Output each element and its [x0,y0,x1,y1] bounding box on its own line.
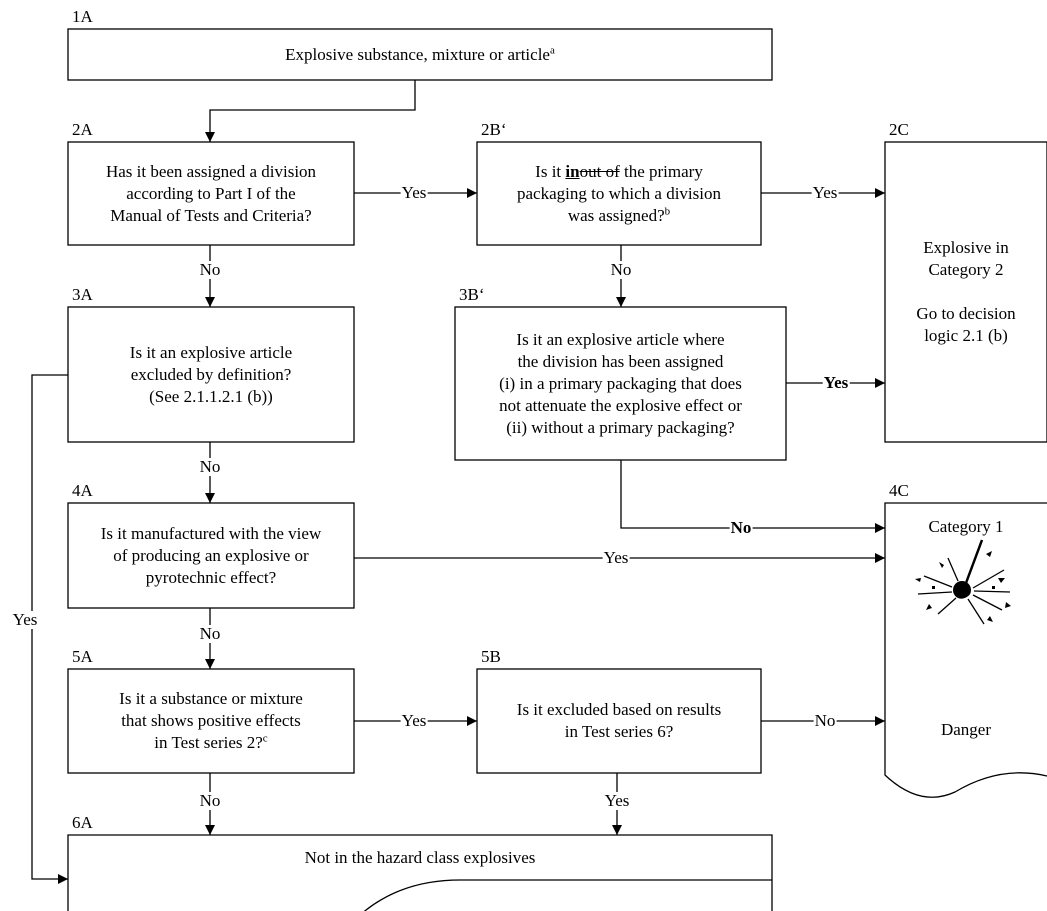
edge-label-2b-3b: No [609,260,633,279]
node-5a-label: Is it a substance or mixture that shows … [119,689,303,752]
edge-1a-2a [205,80,416,142]
footnote-a: a [549,43,555,56]
node-id-4c: 4C [889,481,909,500]
node-id-2a: 2A [72,120,93,139]
edge-label-4a-4c: Yes [602,548,630,567]
node-id-2b: 2B‘ [481,120,507,139]
box-1a [67,28,773,81]
box-4a [67,502,355,609]
edge-label-3b-4c: No [729,518,753,537]
edge-3b-4c [620,460,885,533]
node-text-6a: Not in the hazard class explosives [304,848,536,867]
edge-label-3a-4a: No [198,457,222,476]
edge-label-4a-5a: No [198,624,222,643]
node-text-4a: Is it manufactured with the view of prod… [100,523,322,587]
edge-label-2a-3a: No [198,260,222,279]
footnote-b: b [664,204,671,217]
edge-label-2b-2c: Yes [811,183,839,202]
node-id-1a: 1A [72,7,93,26]
node-2b-deleted: out of [579,161,620,181]
node-id-2c: 2C [889,120,909,139]
node-text-2a: Has it been assigned a division accordin… [105,161,317,225]
node-id-3b: 3B‘ [459,285,485,304]
box-6a [67,834,773,911]
node-text-5a: Is it a substance or mixture that shows … [68,669,354,773]
footnote-c: c [262,732,268,745]
node-text-2c: Explosive in Category 2 Go to decision l… [916,238,1016,345]
node-id-3a: 3A [72,285,93,304]
box-3a [67,306,355,443]
box-5a [67,668,355,774]
node-text-2b: Is it inout of the primary packaging to … [477,142,761,245]
edge-label-5a-6a: No [198,791,222,810]
box-4c [884,502,1047,798]
edge-label-5b-4c: No [813,711,837,730]
node-text-3b: Is it an explosive article where the div… [499,329,742,437]
node-2b-pre: Is it [535,161,566,181]
node-id-6a: 6A [72,813,93,832]
box-2b [476,141,762,246]
box-3b [454,306,787,461]
box-2a [67,141,355,246]
node-id-4a: 4A [72,481,93,500]
edge-label-3a-6a: Yes [11,610,39,629]
node-id-5a: 5A [72,647,93,666]
node-text-3a: Is it an explosive article excluded by d… [129,342,293,406]
node-2b-post: the primary packaging to which a divisio… [517,161,721,225]
node-id-5b: 5B [481,647,501,666]
box-6a-wave [363,879,772,911]
exploding-bomb-icon [915,539,1011,625]
signal-word-danger: Danger [940,720,992,739]
edge-label-2a-2b: Yes [400,183,428,202]
edge-label-3b-2c: Yes [822,373,850,392]
edge-label-5a-5b: Yes [400,711,428,730]
node-text-5b: Is it excluded based on results in Test … [516,700,722,741]
node-2b-inserted: in [565,161,580,181]
edge-label-5b-6a: Yes [603,791,631,810]
node-1a-label: Explosive substance, mixture or article [285,44,550,64]
box-2c [884,141,1047,443]
category-1-label: Category 1 [928,517,1004,536]
node-text-1a: Explosive substance, mixture or articlea [68,29,772,80]
